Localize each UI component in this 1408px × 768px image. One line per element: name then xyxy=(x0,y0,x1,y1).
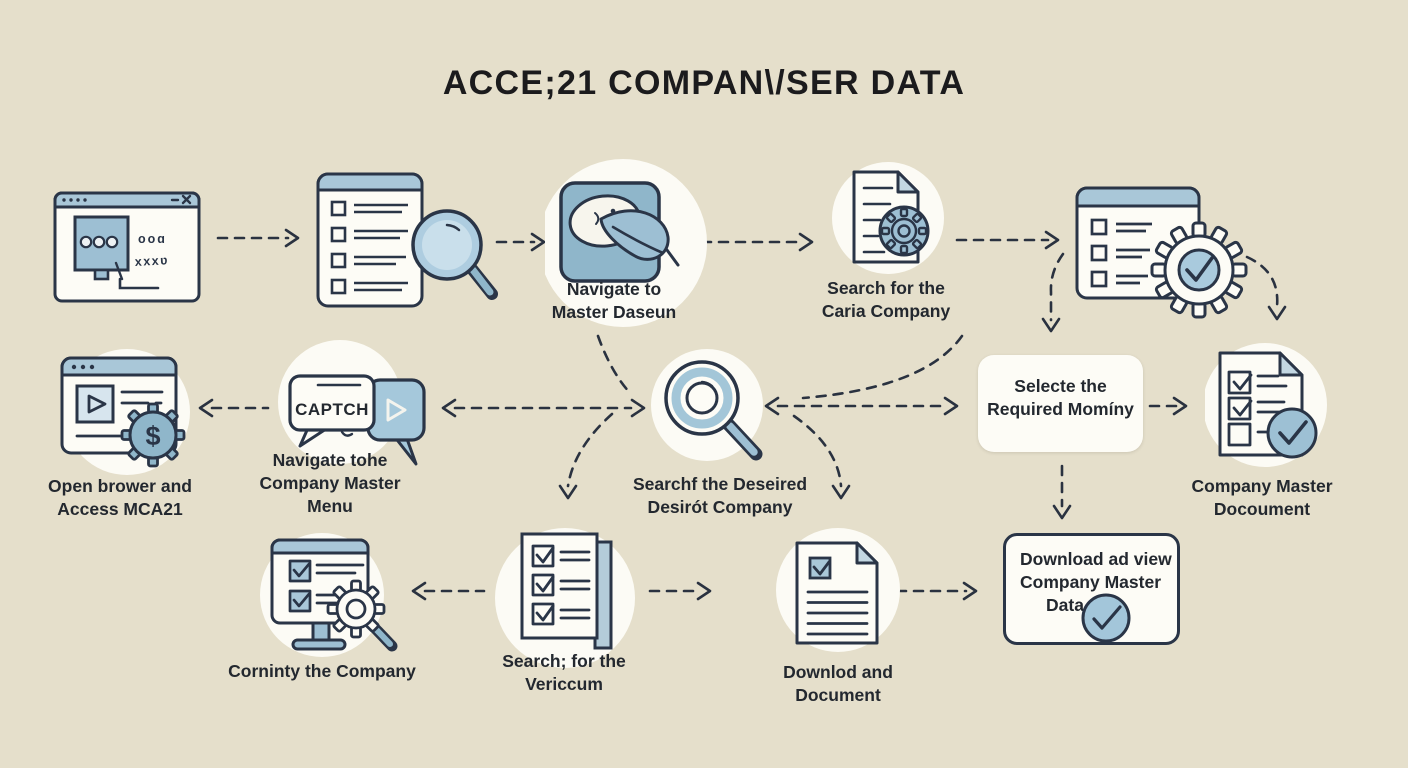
document-gear-icon xyxy=(832,162,944,274)
magnifier-icon xyxy=(651,349,763,461)
checkbox xyxy=(808,556,832,580)
browser-dollar-gear-icon: $ xyxy=(60,349,190,475)
checkbox-rows xyxy=(1090,218,1152,288)
text-lines xyxy=(862,186,894,254)
arrow-step1-step2 xyxy=(216,228,300,248)
arrow-magnifier-select xyxy=(764,396,959,416)
arrow-downloaddoc-to-box xyxy=(878,581,978,601)
arrow-select-to-masterdoc xyxy=(1148,396,1188,416)
select-required-box: Selecte the Required Momíny xyxy=(978,355,1143,452)
monitor-checklist-gear-icon xyxy=(260,533,398,657)
arrow-step2-step3 xyxy=(495,232,546,252)
page-fold xyxy=(896,170,920,194)
gear-check-icon xyxy=(1150,221,1248,319)
label-select-required: Selecte the Required Momíny xyxy=(987,376,1134,419)
garble-text-2: xxxʋ xyxy=(134,253,169,269)
checklist-rows xyxy=(330,200,408,295)
page-fold xyxy=(855,541,879,565)
label-confirm-company: Corninty the Company xyxy=(228,661,416,681)
arrow-captcha-magnifier xyxy=(441,398,646,418)
document-check-icon xyxy=(776,528,900,652)
quill-app-icon xyxy=(545,159,707,327)
check-circle-icon xyxy=(1081,593,1131,643)
titlebar-dots-icon xyxy=(71,364,95,370)
label-search-vericcum: Search; for the Vericcum xyxy=(502,651,626,694)
label-search-caria: Search for the Caria Company xyxy=(821,278,951,321)
monitor-base xyxy=(291,638,347,651)
label-open-browser: Open brower and Access MCA21 xyxy=(48,476,192,519)
label-company-master-doc: Company Master Docoument xyxy=(1191,476,1333,519)
arrow-curve-to-vericcum xyxy=(558,412,614,500)
arrow-vericcum-to-downloaddoc xyxy=(648,581,712,601)
dollar-gear-icon: $ xyxy=(120,402,186,468)
arrow-select-to-downloadbox xyxy=(1052,464,1072,520)
page-fold xyxy=(1278,351,1304,377)
check-circle-icon xyxy=(1266,407,1318,459)
monitor-stand xyxy=(93,268,110,281)
arrow-branch-to-select-box xyxy=(1041,252,1065,333)
close-icon xyxy=(170,194,192,205)
browser-window-monitor-icon: ooɑ xxxʋ xyxy=(53,191,201,303)
checklist-magnifier-icon xyxy=(316,172,498,308)
titlebar-dots-icon xyxy=(62,198,87,202)
titlebar xyxy=(53,191,201,209)
monitor-dots xyxy=(79,235,119,249)
arrow-vericcum-to-confirm xyxy=(411,581,486,601)
magnifier-icon xyxy=(411,209,498,300)
stacked-checklist-icon xyxy=(495,528,635,668)
arrow-curve-to-download-doc xyxy=(792,414,851,500)
captcha-text: CAPTCH xyxy=(295,400,369,419)
speech-bubble-blue xyxy=(366,378,426,442)
checkbox-rows xyxy=(531,544,591,626)
arrow-gear-to-document xyxy=(1245,255,1287,321)
speech-bubble-captcha xyxy=(288,374,376,432)
video-thumbnail xyxy=(75,384,115,424)
garble-text-1: ooɑ xyxy=(138,232,167,246)
play-icon xyxy=(87,394,107,414)
window-gear-check-icon xyxy=(1075,186,1248,319)
dollar-icon: $ xyxy=(145,421,160,451)
page-title: ACCE;21 COMPAN\/SER DATA xyxy=(442,64,966,102)
quill-icon xyxy=(599,209,680,267)
label-search-desired: Searchf the Deseired Desirót Company xyxy=(632,474,808,517)
gear-badge-icon xyxy=(878,205,930,257)
text-lines xyxy=(806,590,869,636)
arrow-captcha-to-openbrowser xyxy=(198,398,270,418)
label-navigate-master: Navigate to Master Daseun xyxy=(551,279,677,322)
arrow-step4-step5 xyxy=(955,230,1060,250)
captcha-speech-bubbles-icon: CAPTCH xyxy=(278,340,426,466)
checklist-document-check-icon xyxy=(1205,343,1327,467)
checkbox-rows xyxy=(288,559,365,613)
checkbox-rows xyxy=(1227,370,1290,447)
arrow-curve-master-to-magnifier xyxy=(596,334,632,395)
label-captcha: Navigate tohe Company Master Menu xyxy=(259,450,401,516)
monitor-stand xyxy=(311,621,331,642)
arrow-step3-step4 xyxy=(700,232,814,252)
label-download-document: Downlod and Document xyxy=(783,662,893,705)
check-icon xyxy=(1185,256,1214,282)
gear-magnifier-icon xyxy=(326,579,398,652)
arrow-curve-caria-to-magnifier xyxy=(801,334,964,400)
play-icon xyxy=(386,398,407,422)
